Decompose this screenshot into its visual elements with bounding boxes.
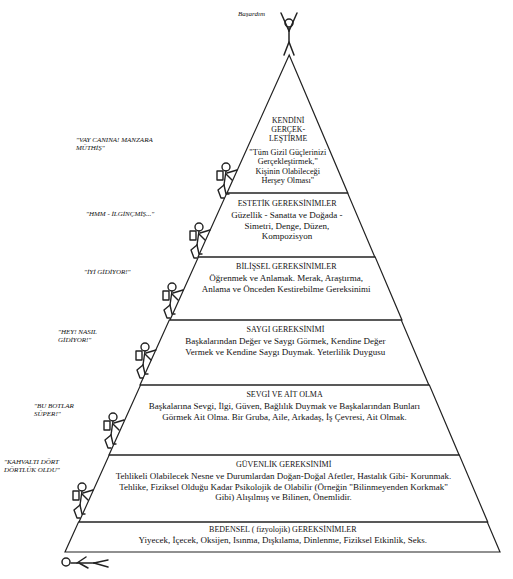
figure-caption: Başardım <box>238 10 280 18</box>
pyramid-level: KENDİNİ GERÇEK- LEŞTİRME "Tüm Gizil Güçle… <box>227 55 348 193</box>
speech-callout: "BU BOTLAR SÜPER!" <box>34 402 92 419</box>
label-holder: "BU BOTLAR SÜPER!" <box>34 402 92 419</box>
level-heading: SAYGI GEREKSİNİMİ <box>175 325 395 334</box>
label-holder: "HMM - İLGİNÇMİŞ..." <box>86 210 186 218</box>
level-description: Yiyecek, İçecek, Oksijen, Isınma, Dışkıl… <box>81 535 485 545</box>
pyramid-level: BİLİŞSEL GEREKSİNİMLER Öğrenmek ve Anlama… <box>170 257 402 320</box>
level-heading: GÜVENLİK GEREKSİNİMİ <box>114 460 452 469</box>
pyramid-level: SEVGİ VE AİT OLMA Başkalarına Sevgi, İlgi… <box>109 385 459 455</box>
level-description: Tehlikeli Olabilecek Nesne ve Durumlarda… <box>109 471 457 502</box>
pyramid-level: BEDENSEL ( fizyolojik) GEREKSİNİMLERYiye… <box>65 522 500 552</box>
summit-figure <box>281 13 297 55</box>
level-heading: SEVGİ VE AİT OLMA <box>146 390 423 399</box>
pyramid-level: GÜVENLİK GEREKSİNİMİ Tehlikeli Olabilecek… <box>79 455 488 522</box>
level-trapezoid <box>227 55 348 193</box>
speech-callout: "HEY! NASIL GİDİYOR!" <box>58 328 120 345</box>
speech-callout: "İYİ GİDİYOR!" <box>84 268 164 276</box>
label-holder: "VAY CANINA! MANZARA MÜTHİŞ" <box>76 136 176 153</box>
level-description: Başkalarına Sevgi, İlgi, Güven, Bağlılık… <box>141 401 428 422</box>
level-heading: KENDİNİ GERÇEK- LEŞTİRME <box>264 117 312 144</box>
label-holder: Başardım <box>238 10 280 18</box>
level-trapezoid <box>109 385 459 455</box>
speech-callout: "HMM - İLGİNÇMİŞ..." <box>86 210 186 218</box>
level-description: Öğrenmek ve Anlamak. Merak, Araştırma, A… <box>198 273 375 294</box>
level-description: Başkalarından Değer ve Saygı Görmek, Ken… <box>170 336 400 357</box>
label-holder: "İYİ GİDİYOR!" <box>84 268 164 276</box>
level-trapezoid <box>65 522 500 552</box>
label-holder: "KAHVALTI DÖRT DÖRTLÜK OLDU" <box>4 458 78 475</box>
label-holder: "HEY! NASIL GİDİYOR!" <box>58 328 120 345</box>
speech-callout: "KAHVALTI DÖRT DÖRTLÜK OLDU" <box>4 458 78 475</box>
level-trapezoid <box>79 455 488 522</box>
level-heading: ESTETİK GEREKSİNİMLER <box>232 199 342 208</box>
level-trapezoid <box>198 193 375 257</box>
level-description: Güzellik - Sanatta ve Doğada - Simetri, … <box>225 210 349 241</box>
speech-callout: "VAY CANINA! MANZARA MÜTHİŞ" <box>76 136 176 153</box>
level-heading: BİLİŞSEL GEREKSİNİMLER <box>204 262 369 271</box>
level-heading: BEDENSEL ( fizyolojik) GEREKSİNİMLER <box>85 525 480 534</box>
pyramid-level: SAYGI GEREKSİNİMİ Başkalarından Değer ve … <box>140 320 429 385</box>
pyramid-level: ESTETİK GEREKSİNİMLER Güzellik - Sanatta … <box>198 193 375 257</box>
level-trapezoid <box>140 320 429 385</box>
fallen-figure <box>62 557 108 568</box>
level-trapezoid <box>170 257 402 320</box>
level-description: "Tüm Gizil Güçlerinizi Gerçekleştirmek,"… <box>249 148 326 186</box>
